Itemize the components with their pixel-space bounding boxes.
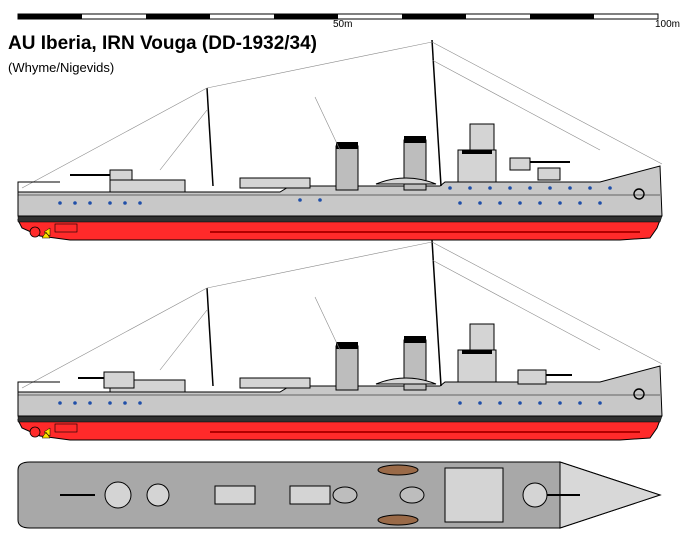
aft-turret-plan — [104, 481, 132, 509]
forecastle-deckhouse — [444, 467, 504, 523]
plan-view — [17, 461, 662, 529]
lower-profile-view — [17, 239, 663, 441]
forward-gun-mount — [509, 157, 531, 171]
scuttles-lower — [58, 401, 602, 405]
drawing-credit: (Whyme/Nigevids) — [8, 60, 115, 75]
torpedo-tubes-plan — [214, 485, 256, 505]
scale-label-100m: 100m — [655, 19, 681, 30]
drawing-title: AU Iberia, IRN Vouga (DD-1932/34) — [8, 33, 318, 54]
boat-port — [377, 514, 419, 526]
forward-turret — [517, 369, 547, 385]
boat-starboard — [377, 464, 419, 476]
scale-label-50m: 50m — [333, 19, 353, 30]
scuttles-upper — [58, 186, 612, 205]
scale-bar — [17, 13, 659, 20]
aft-funnel-plan — [332, 486, 358, 504]
forward-funnel-plan — [399, 486, 425, 504]
forward-turret-plan — [522, 482, 548, 508]
upper-profile-view — [17, 39, 663, 241]
aft-turret — [103, 371, 135, 389]
